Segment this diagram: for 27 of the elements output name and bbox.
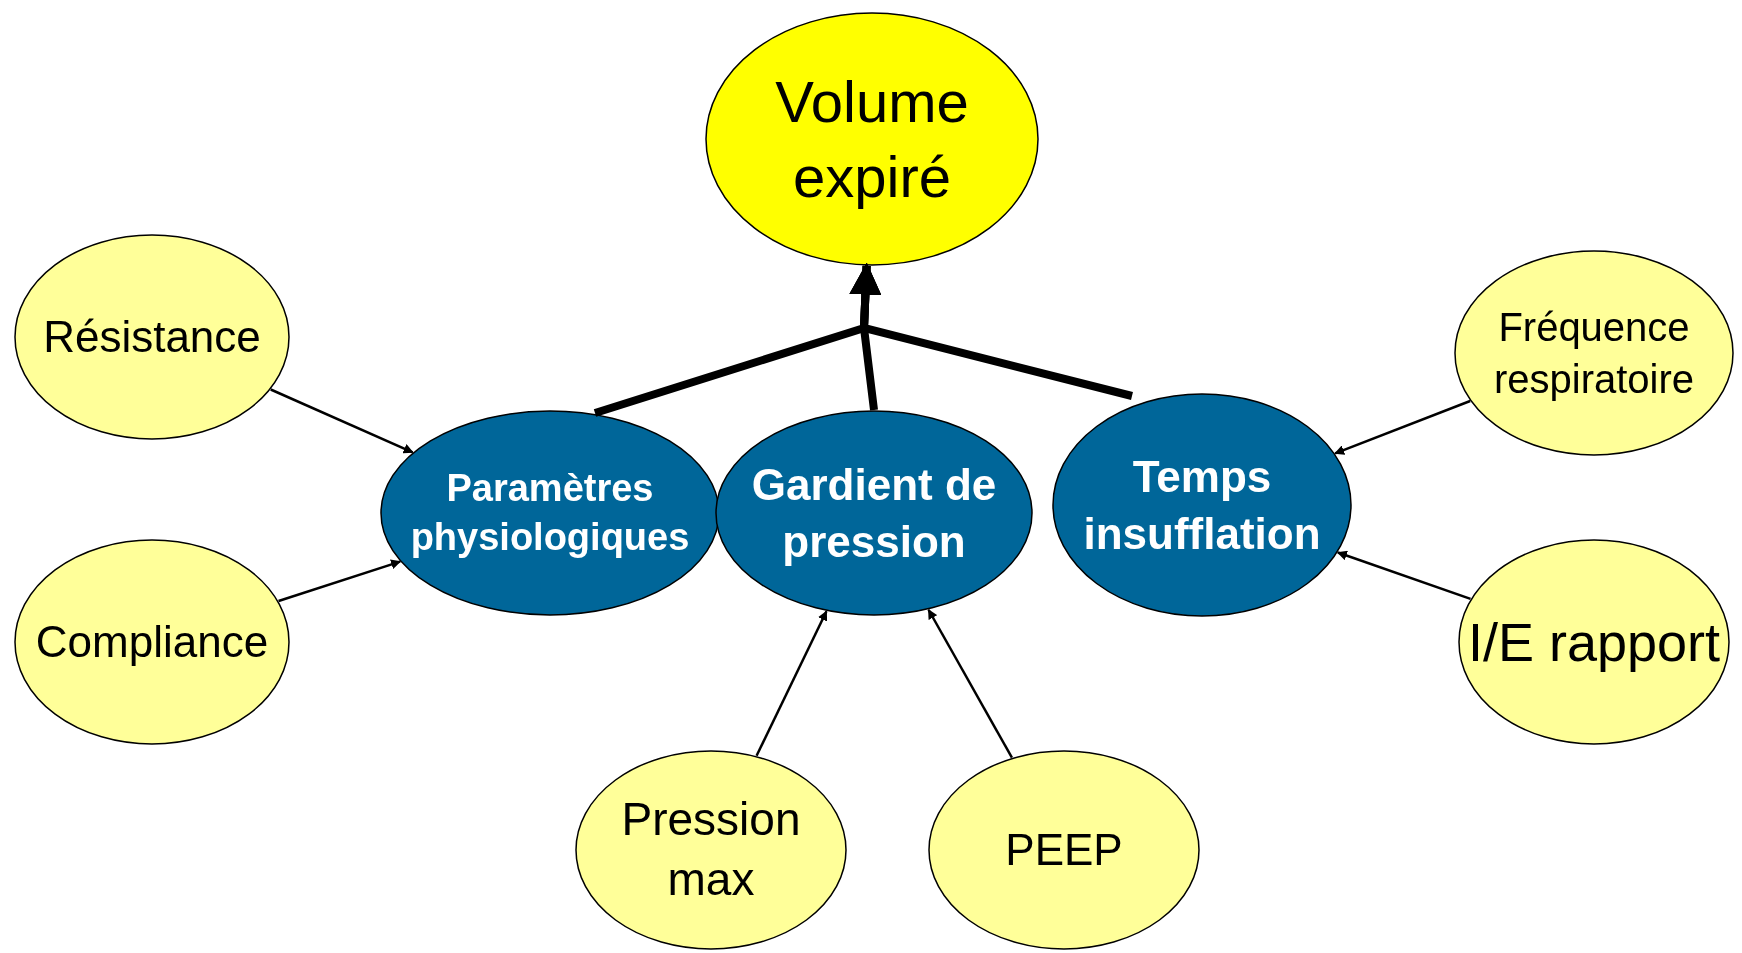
node-label: Temps insufflation [1082, 450, 1322, 560]
arrow [755, 610, 828, 757]
ellipse-node [380, 410, 720, 616]
ellipse-node [1052, 393, 1352, 617]
node-label: Fréquence respiratoire [1492, 304, 1696, 403]
node-label: Volume expiré [774, 67, 970, 211]
arrow [278, 559, 402, 603]
node-label: Gardient de pression [750, 458, 998, 568]
ellipse-node [575, 750, 847, 950]
ellipse-node [14, 539, 290, 745]
node-label: Résistance [42, 311, 262, 364]
arrow [270, 388, 414, 454]
node-label: I/E rapport [1466, 610, 1722, 674]
node-label: Paramètres physiologiques [409, 465, 691, 560]
node-label: PEEP [1004, 824, 1124, 877]
arrow [1336, 550, 1471, 601]
ellipse-node [1454, 250, 1734, 456]
ellipse-node [705, 12, 1039, 266]
ellipse-node [928, 750, 1200, 950]
ellipse-node [1458, 539, 1730, 745]
arrow [1334, 399, 1471, 455]
node-label: Compliance [34, 616, 270, 669]
arrow [927, 608, 1013, 759]
ellipse-node [715, 410, 1033, 616]
node-label: Pression max [620, 792, 802, 907]
arrow [849, 262, 1133, 400]
ellipse-node [14, 234, 290, 440]
